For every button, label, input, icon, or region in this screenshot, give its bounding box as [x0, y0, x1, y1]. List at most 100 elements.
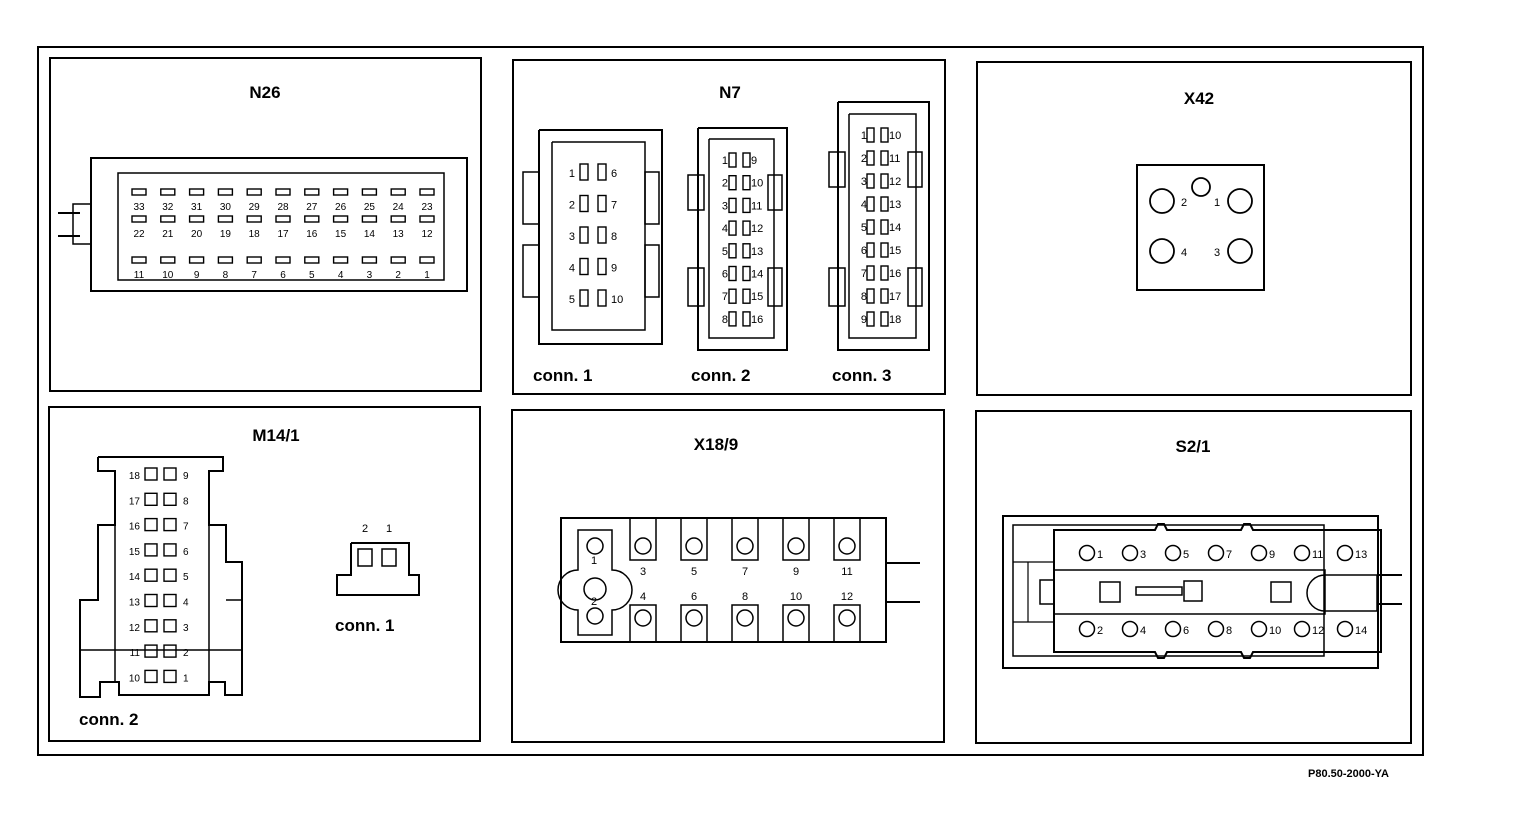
x42-connector: [1136, 164, 1265, 291]
pin-label: 12: [421, 229, 433, 240]
pin-label: 5: [722, 246, 728, 258]
pin-hole: [634, 609, 652, 627]
pin-cavity: [163, 669, 177, 684]
pin-label: 10: [129, 673, 141, 684]
pin-label: 7: [251, 270, 257, 281]
pin-label: 9: [751, 155, 757, 167]
pin-label: 3: [861, 176, 867, 188]
pin-label: 10: [751, 178, 763, 190]
pin-cavity: [131, 256, 147, 264]
pin-label: 15: [751, 291, 763, 303]
pin-label: 1: [1214, 197, 1220, 209]
pin-label: 6: [280, 270, 286, 281]
pin-label: 7: [861, 268, 867, 280]
pin-label: 12: [1312, 625, 1324, 637]
pin-hole: [1336, 620, 1354, 638]
pin-cavity: [880, 173, 889, 189]
pin-cavity: [880, 265, 889, 281]
pin-hole: [1078, 620, 1096, 638]
pin-cavity: [304, 188, 320, 196]
pin-label: 1: [424, 270, 430, 281]
pin-hole: [838, 537, 856, 555]
connector-label: conn. 1: [335, 616, 395, 635]
pin-cavity: [163, 517, 177, 532]
pin-cavity: [866, 288, 875, 304]
pin-label: 31: [191, 202, 203, 213]
connector-label: conn. 3: [832, 366, 892, 385]
pin-label: 12: [889, 176, 901, 188]
pin-cavity: [163, 492, 177, 506]
pin-cavity: [304, 256, 320, 264]
pin-cavity: [163, 619, 177, 633]
pin-cavity: [188, 215, 205, 223]
pin-cavity: [332, 215, 349, 223]
pin-hole: [736, 537, 754, 555]
pin-cavity: [579, 163, 589, 181]
pin-label: 9: [194, 270, 200, 281]
pin-label: 10: [889, 130, 901, 142]
panel-title: N7: [719, 83, 741, 102]
pin-cavity: [866, 265, 875, 281]
pin-hole: [736, 609, 754, 627]
pin-cavity: [131, 188, 147, 196]
pin-label: 11: [889, 153, 900, 165]
pin-label: 10: [1269, 625, 1281, 637]
pin-hole: [634, 537, 652, 555]
pin-cavity: [880, 311, 889, 327]
pin-label: 17: [129, 496, 141, 507]
pin-hole: [1078, 544, 1096, 562]
pin-label: 3: [367, 270, 373, 281]
pin-label: 6: [183, 547, 189, 558]
panel-frame: [511, 409, 945, 743]
pin-label: 13: [1355, 549, 1367, 561]
pin-cavity: [144, 543, 158, 557]
pin-label: 33: [133, 202, 145, 213]
pin-hole: [1336, 544, 1354, 562]
pin-label: 4: [722, 223, 728, 235]
pin-cavity: [144, 669, 158, 684]
pin-label: 2: [591, 596, 597, 608]
pin-label: 14: [129, 572, 141, 583]
pin-label: 5: [861, 222, 867, 234]
pin-label: 8: [861, 291, 867, 303]
pin-label: 5: [309, 270, 315, 281]
pin-label: 4: [861, 199, 867, 211]
connector-label: conn. 1: [533, 366, 593, 385]
pin-cavity: [742, 265, 751, 282]
pin-label: 22: [133, 229, 145, 240]
pin-cavity: [579, 194, 589, 213]
pin-label: 12: [751, 223, 763, 235]
pin-cavity: [880, 219, 889, 235]
pin-label: 2: [569, 200, 575, 212]
pin-cavity: [728, 288, 737, 304]
pin-cavity: [728, 265, 737, 282]
pin-cavity: [275, 188, 291, 196]
pin-cavity: [742, 288, 751, 304]
pin-label: 3: [1214, 247, 1220, 259]
pin-label: 1: [591, 555, 597, 567]
pin-cavity: [163, 568, 177, 582]
pin-label: 3: [183, 623, 189, 634]
pin-hole: [1164, 544, 1182, 562]
pin-cavity: [866, 150, 875, 166]
pin-cavity: [866, 196, 875, 212]
pin-label: 8: [183, 496, 189, 507]
pin-cavity: [880, 150, 889, 166]
pin-hole: [1207, 544, 1225, 562]
pin-cavity: [866, 311, 875, 327]
pin-label: 6: [691, 591, 697, 603]
pin-cavity: [144, 593, 158, 608]
pin-cavity: [381, 548, 397, 567]
panel-title: X18/9: [694, 435, 738, 454]
pin-label: 9: [1269, 549, 1275, 561]
pin-label: 23: [421, 202, 433, 213]
pin-cavity: [579, 257, 589, 276]
